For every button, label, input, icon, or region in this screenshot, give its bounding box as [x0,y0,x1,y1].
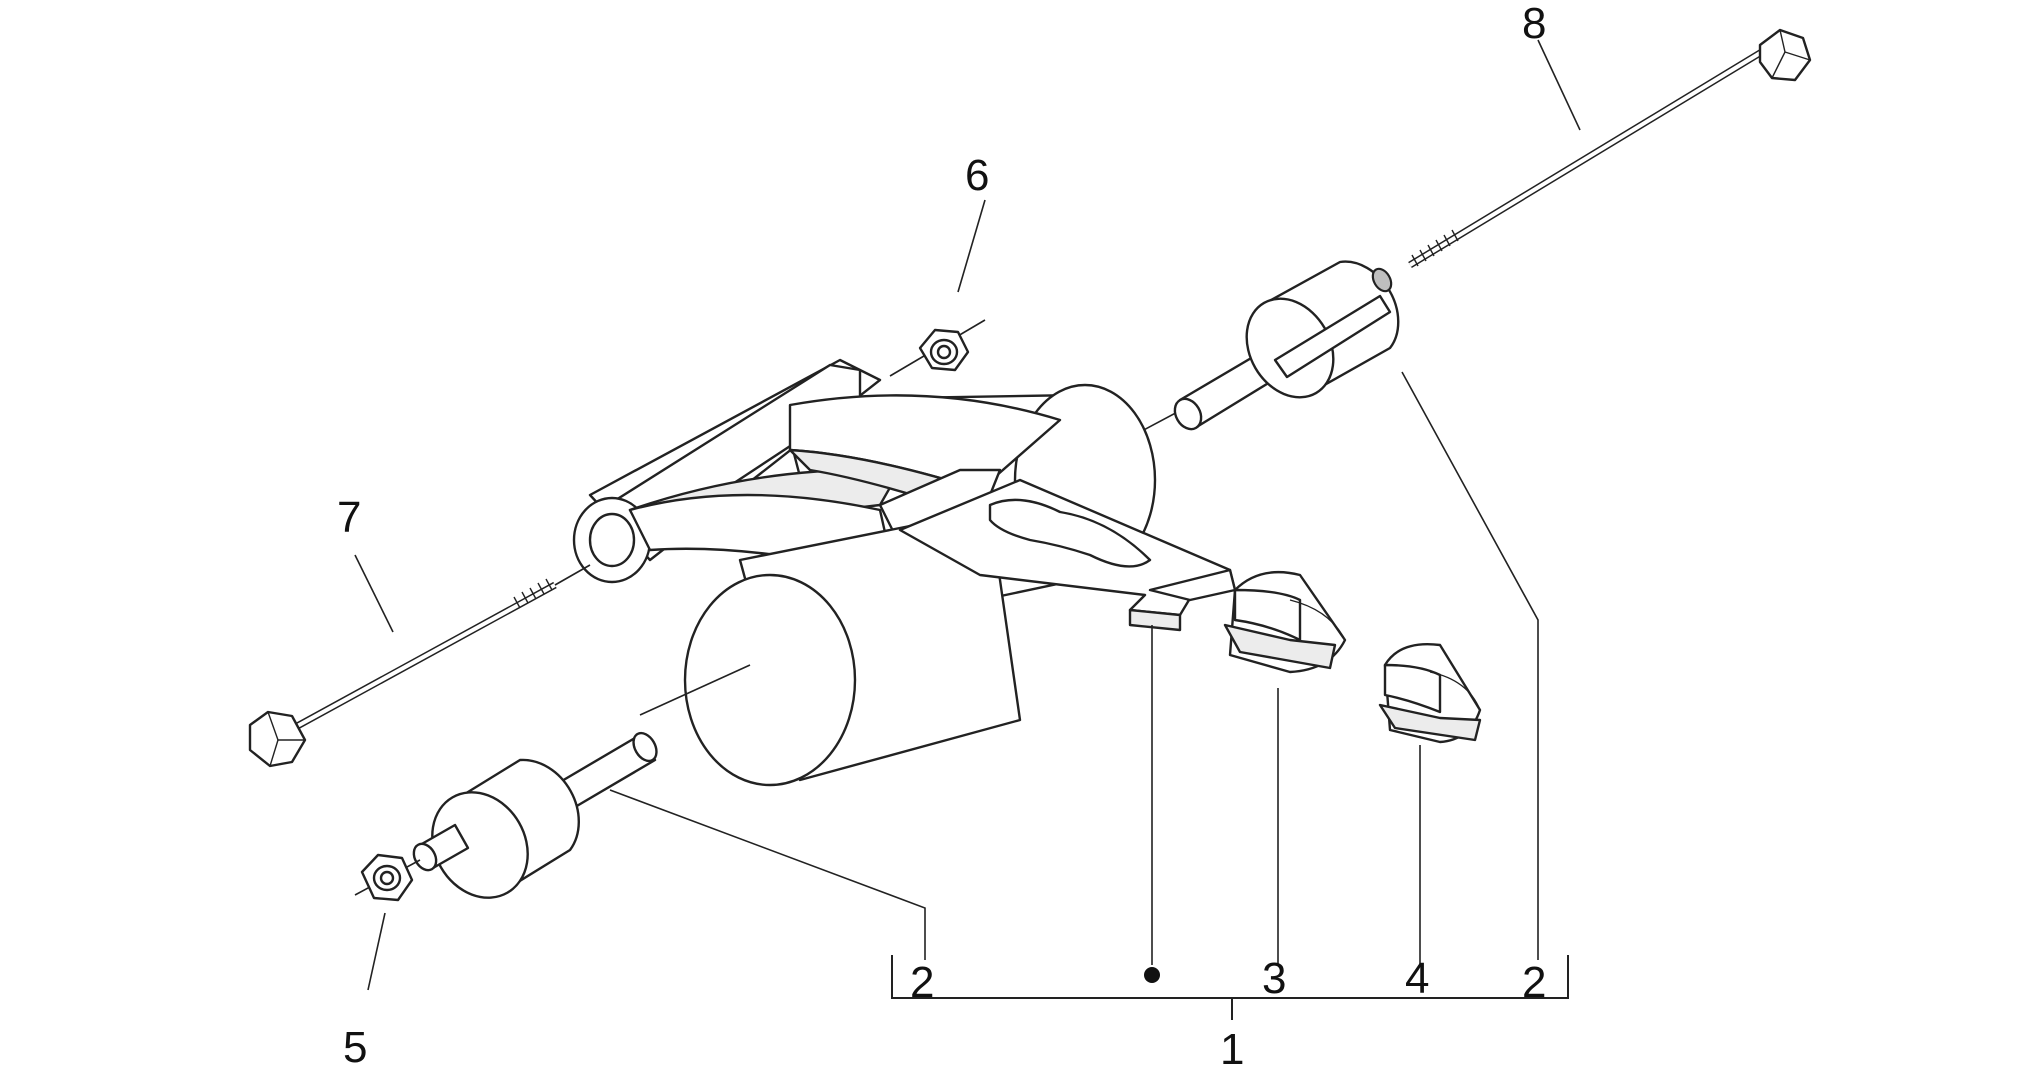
assembly-bracket [891,955,1569,1020]
callout-2-left: 2 [910,958,934,1007]
long-bolt-8 [1408,28,1812,268]
long-bolt-7 [248,564,591,768]
swing-arm-body [572,358,1237,787]
callout-8: 8 [1522,0,1546,48]
hex-nut-6 [889,319,986,377]
rubber-pad-4 [1378,643,1482,744]
rubber-pad-3 [1223,571,1347,674]
callout-5: 5 [343,1023,367,1069]
callout-7: 7 [337,493,361,542]
callout-4: 4 [1405,954,1429,1003]
leader-lines [354,39,1581,991]
silentblock-bushing-right [1173,260,1400,431]
assembly-dot-marker [1144,967,1160,983]
callout-2-right: 2 [1522,958,1546,1007]
hex-nut-5 [354,853,421,902]
callout-6: 6 [965,151,989,200]
callout-3: 3 [1262,954,1286,1003]
callout-1: 1 [1220,1025,1244,1069]
